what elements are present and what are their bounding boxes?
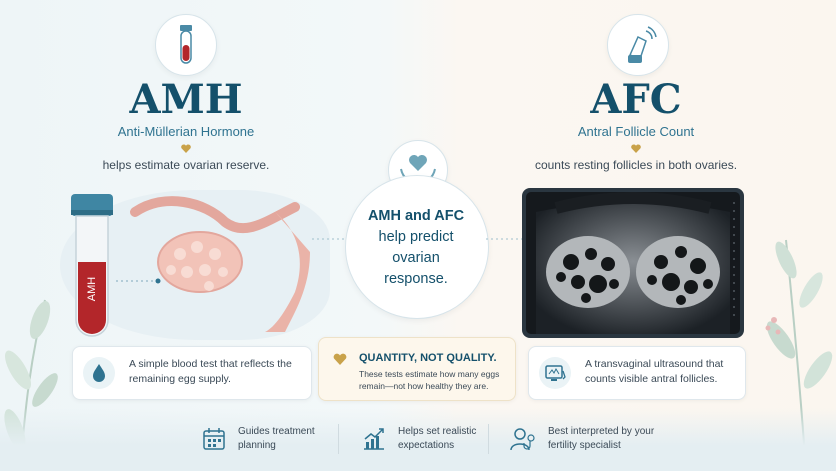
center-message-line2: help predict: [378, 229, 454, 245]
afc-description: counts resting follicles in both ovaries…: [534, 158, 738, 172]
bottom-divider: [488, 424, 489, 454]
ultrasound-image-frame: [522, 188, 744, 338]
bottom-divider: [338, 424, 339, 454]
center-message-line3: ovarian: [392, 250, 440, 266]
blood-tube-icon: [180, 25, 192, 64]
bottom-item-planning: Guides treatment planning: [200, 425, 328, 453]
heart-icon: [631, 144, 641, 153]
heart-icon: [333, 353, 347, 365]
tube-label-box: AMH: [84, 254, 100, 324]
amh-card-text: A simple blood test that reflects the re…: [129, 358, 292, 385]
center-message-bold: AMH and AFC: [367, 208, 465, 224]
center-message: AMH and AFC help predict ovarian respons…: [345, 206, 487, 290]
quality-card: QUANTITY, NOT QUALITY. These tests estim…: [318, 337, 516, 401]
right-connector-line: [486, 238, 522, 240]
ultrasound-probe-icon-circle: [607, 14, 669, 76]
left-connector-line: [312, 238, 346, 240]
bottom-band: [0, 408, 836, 471]
center-message-circle: [345, 175, 489, 319]
amh-blood-tube: [71, 194, 113, 337]
heart-icon: [181, 144, 191, 153]
ultrasound-image: [526, 192, 740, 334]
blood-drop-icon: [93, 364, 105, 382]
calendar-icon: [203, 428, 225, 450]
afc-subtitle: Antral Follicle Count: [577, 124, 695, 139]
afc-info-card: A transvaginal ultrasound that counts vi…: [528, 346, 746, 400]
bottom-item-expectations: Helps set realistic expectations: [360, 425, 478, 453]
amh-title: AMH: [129, 76, 243, 123]
quality-text: These tests estimate how many eggs remai…: [359, 369, 500, 391]
tube-label: AMH: [86, 276, 99, 302]
amh-info-card: A simple blood test that reflects the re…: [72, 346, 312, 400]
blood-tube-icon-circle: [155, 14, 217, 76]
quality-title: QUANTITY, NOT QUALITY.: [359, 352, 497, 364]
bottom-item-label: Guides treatment planning: [238, 426, 315, 451]
ultrasound-monitor-icon: [545, 365, 566, 381]
afc-title: AFC: [590, 76, 682, 123]
bottom-item-label: Helps set realistic expectations: [398, 426, 477, 451]
chart-up-icon: [364, 428, 384, 450]
blood-drop-icon-bg: [83, 357, 115, 389]
afc-card-text: A transvaginal ultrasound that counts vi…: [585, 358, 724, 385]
bottom-item-specialist: Best interpreted by your fertility speci…: [508, 425, 658, 453]
uterus-ovary-illustration: [130, 196, 310, 332]
ultrasound-probe-icon: [628, 26, 657, 63]
doctor-icon: [510, 428, 535, 451]
amh-subtitle: Anti-Müllerian Hormone: [117, 124, 255, 139]
bottom-item-label: Best interpreted by your fertility speci…: [548, 426, 655, 451]
center-message-line4: response.: [384, 271, 448, 287]
tube-connector-line: [116, 278, 161, 284]
amh-description: helps estimate ovarian reserve.: [102, 158, 270, 172]
ultrasound-monitor-icon-bg: [539, 357, 571, 389]
